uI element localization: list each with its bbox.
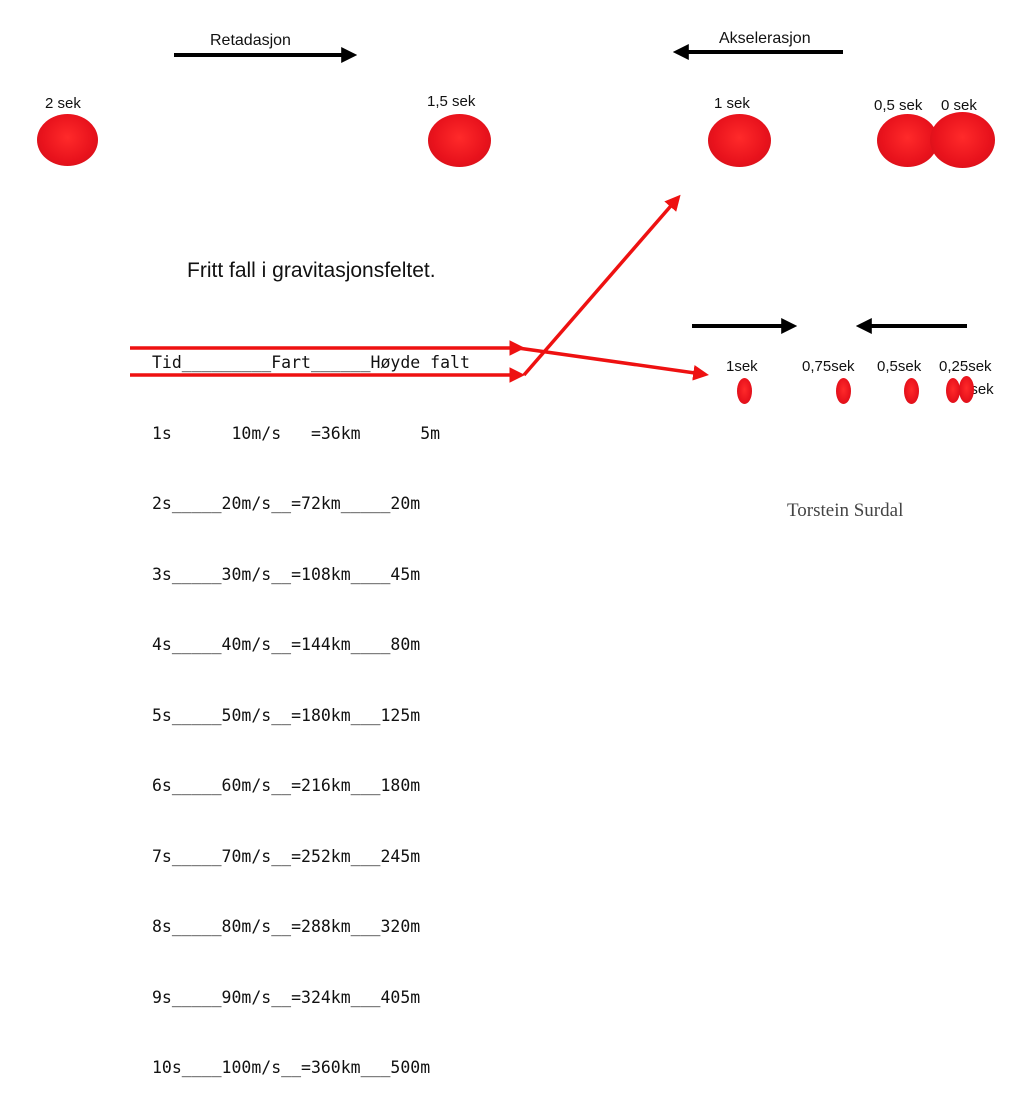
ball-1-5s: [428, 114, 491, 167]
table-header: Tid_________Fart______Høyde falt: [152, 353, 470, 372]
small-ball-0-75sek: [836, 378, 851, 404]
bottom-label-1sek: 1sek: [726, 358, 758, 375]
time-label-1s: 1 sek: [714, 95, 750, 112]
table-row: 8s_____80m/s__=288km___320m: [152, 917, 421, 936]
time-label-2s: 2 sek: [45, 95, 81, 112]
red-arrow-to-top-1s: [522, 194, 681, 377]
table-row: 10s____100m/s__=360km___500m: [152, 1058, 431, 1077]
arrows-layer: [130, 44, 967, 383]
table-row: 1s 10m/s =36km 5m: [152, 423, 441, 443]
author-signature: Torstein Surdal: [787, 500, 904, 521]
ball-2s: [37, 114, 98, 166]
red-arrow-to-bottom-1sek: [517, 346, 709, 381]
ball-0s: [930, 112, 995, 168]
small-ball-0sek: [959, 376, 974, 403]
diagram-title: Fritt fall i gravitasjonsfeltet.: [187, 259, 436, 282]
acceleration-label: Akselerasjon: [719, 30, 811, 47]
table-row: 2s_____20m/s__=72km_____20m: [152, 494, 421, 513]
table-row: 4s_____40m/s__=144km____80m: [152, 635, 421, 654]
time-label-0s: 0 sek: [941, 97, 977, 114]
bottom-label-0-75sek: 0,75sek: [802, 358, 855, 375]
retardation-label: Retadasjon: [210, 32, 291, 49]
time-label-0-5s: 0,5 sek: [874, 97, 923, 114]
bottom-label-0-5sek: 0,5sek: [877, 358, 922, 375]
ball-0-5s: [877, 114, 938, 167]
time-label-1-5s: 1,5 sek: [427, 93, 476, 110]
table-row: 5s_____50m/s__=180km___125m: [152, 705, 421, 725]
table-row: 9s_____90m/s__=324km___405m: [152, 987, 421, 1007]
table-row: 6s_____60m/s__=216km___180m: [152, 776, 421, 795]
ball-1s: [708, 114, 771, 167]
small-ball-0-25sek: [946, 378, 960, 403]
bottom-label-0-25sek: 0,25sek: [939, 358, 992, 375]
table-row: 7s_____70m/s__=252km___245m: [152, 846, 421, 866]
small-ball-1sek: [737, 378, 752, 404]
small-ball-0-5sek: [904, 378, 919, 404]
